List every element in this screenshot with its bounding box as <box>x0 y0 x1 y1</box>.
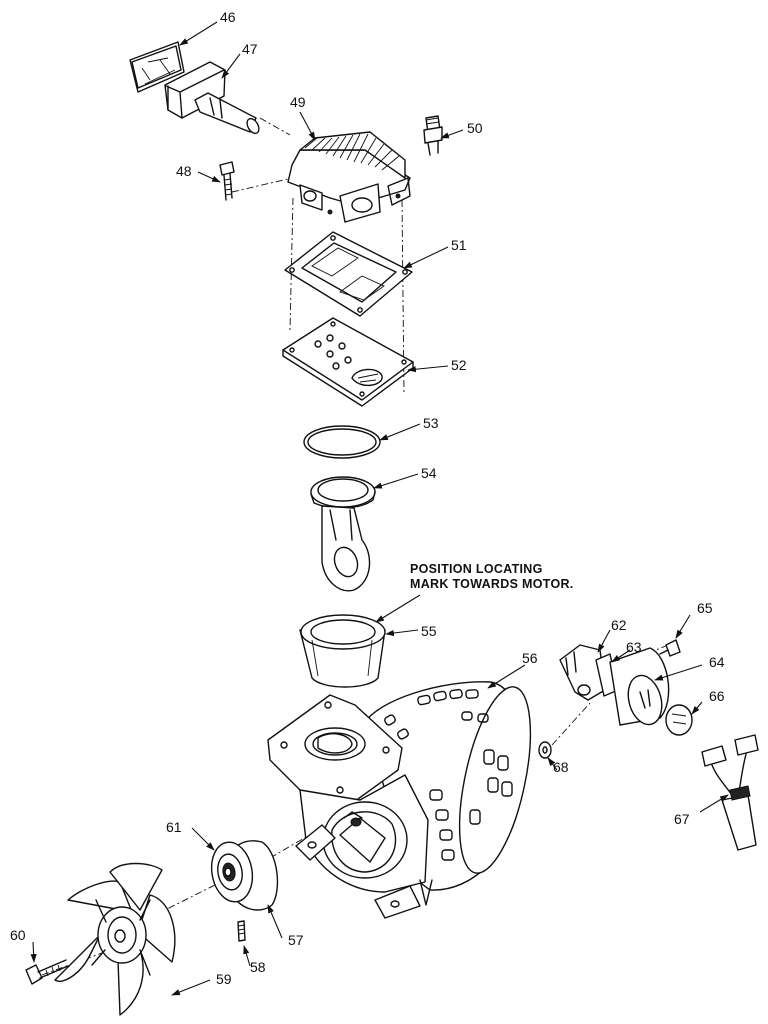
leader-lines <box>30 21 729 996</box>
label-46: 46 <box>220 9 236 25</box>
label-61: 61 <box>166 819 182 835</box>
part-50-fitting <box>423 115 443 156</box>
label-50: 50 <box>467 120 483 136</box>
part-51-head-gasket <box>284 231 413 317</box>
label-54: 54 <box>421 465 437 481</box>
label-47: 47 <box>242 41 258 57</box>
part-65-screw <box>659 639 681 657</box>
part-64-capacitor <box>609 647 670 726</box>
part-52-valve-plate <box>282 317 414 407</box>
note-line-1: POSITION LOCATING <box>410 562 543 576</box>
part-49-cylinder-head <box>287 131 411 223</box>
label-68: 68 <box>553 759 569 775</box>
label-48: 48 <box>176 163 192 179</box>
label-63: 63 <box>626 639 642 655</box>
label-58: 58 <box>250 959 266 975</box>
label-67: 67 <box>674 811 690 827</box>
part-54-connecting-rod <box>310 476 376 592</box>
label-49: 49 <box>290 94 306 110</box>
label-64: 64 <box>709 654 725 670</box>
part-59-fan-blade <box>54 862 176 1016</box>
label-59: 59 <box>216 971 232 987</box>
label-60: 60 <box>10 927 26 943</box>
part-58-set-screw <box>237 920 246 942</box>
part-47-muffler-housing <box>164 61 260 135</box>
part-55-cylinder-sleeve <box>299 614 386 688</box>
label-51: 51 <box>451 237 467 253</box>
part-67-wire-leads <box>701 734 759 851</box>
part-60-fan-bolt <box>25 959 69 985</box>
note-line-2: MARK TOWARDS MOTOR. <box>410 577 574 591</box>
part-56-motor-housing <box>267 681 532 919</box>
part-53-o-ring <box>303 425 381 459</box>
label-55: 55 <box>421 623 437 639</box>
label-65: 65 <box>697 600 713 616</box>
label-57: 57 <box>288 932 304 948</box>
part-57-fan-hub <box>210 840 279 911</box>
label-62: 62 <box>611 617 627 633</box>
part-66-capacitor-cap <box>665 704 693 736</box>
label-66: 66 <box>709 688 725 704</box>
part-labels: 46 47 48 49 50 51 52 53 54 55 56 57 58 5… <box>10 9 725 987</box>
label-53: 53 <box>423 415 439 431</box>
label-56: 56 <box>522 650 538 666</box>
part-46-filter-element <box>129 41 185 93</box>
part-68-washer <box>538 741 552 759</box>
label-52: 52 <box>451 357 467 373</box>
part-48-head-bolt <box>219 161 235 201</box>
